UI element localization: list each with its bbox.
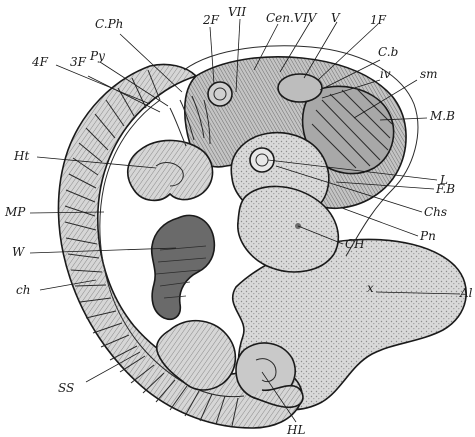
label-py: Py xyxy=(89,49,105,63)
otic-vesicle xyxy=(208,82,232,106)
label-mp: MP xyxy=(4,205,26,219)
label-pn: Pn xyxy=(419,229,436,243)
liver-wolffian xyxy=(152,215,215,319)
label-cenv: Cen.V xyxy=(266,11,304,25)
label-vii: VII xyxy=(228,5,246,19)
label-cb: C.b xyxy=(378,45,398,59)
label-iv-upper: IV xyxy=(302,11,318,25)
cerebellum xyxy=(278,74,322,102)
label-cph: C.Ph xyxy=(95,17,123,31)
heart xyxy=(128,140,213,200)
label-hl: HL xyxy=(286,423,305,437)
label-4f: 4F xyxy=(31,55,49,69)
label-1f: 1F xyxy=(370,13,387,27)
label-v: V xyxy=(331,11,341,25)
label-iv-lower: iv xyxy=(380,67,391,81)
label-al: Al xyxy=(459,286,473,300)
label-2f: 2F xyxy=(202,13,220,27)
label-ss: SS xyxy=(58,381,74,395)
label-fb: F.B xyxy=(435,182,455,196)
label-ch-lower: ch xyxy=(16,283,30,297)
marker-x: x xyxy=(367,281,374,295)
label-ht: Ht xyxy=(13,149,29,163)
label-sm: sm xyxy=(420,67,438,81)
label-ch-upper: CH xyxy=(345,237,365,251)
label-w: W xyxy=(12,245,26,259)
label-mb: M.B xyxy=(429,109,455,123)
label-chs: Chs xyxy=(424,205,447,219)
label-3f: 3F xyxy=(70,55,87,69)
